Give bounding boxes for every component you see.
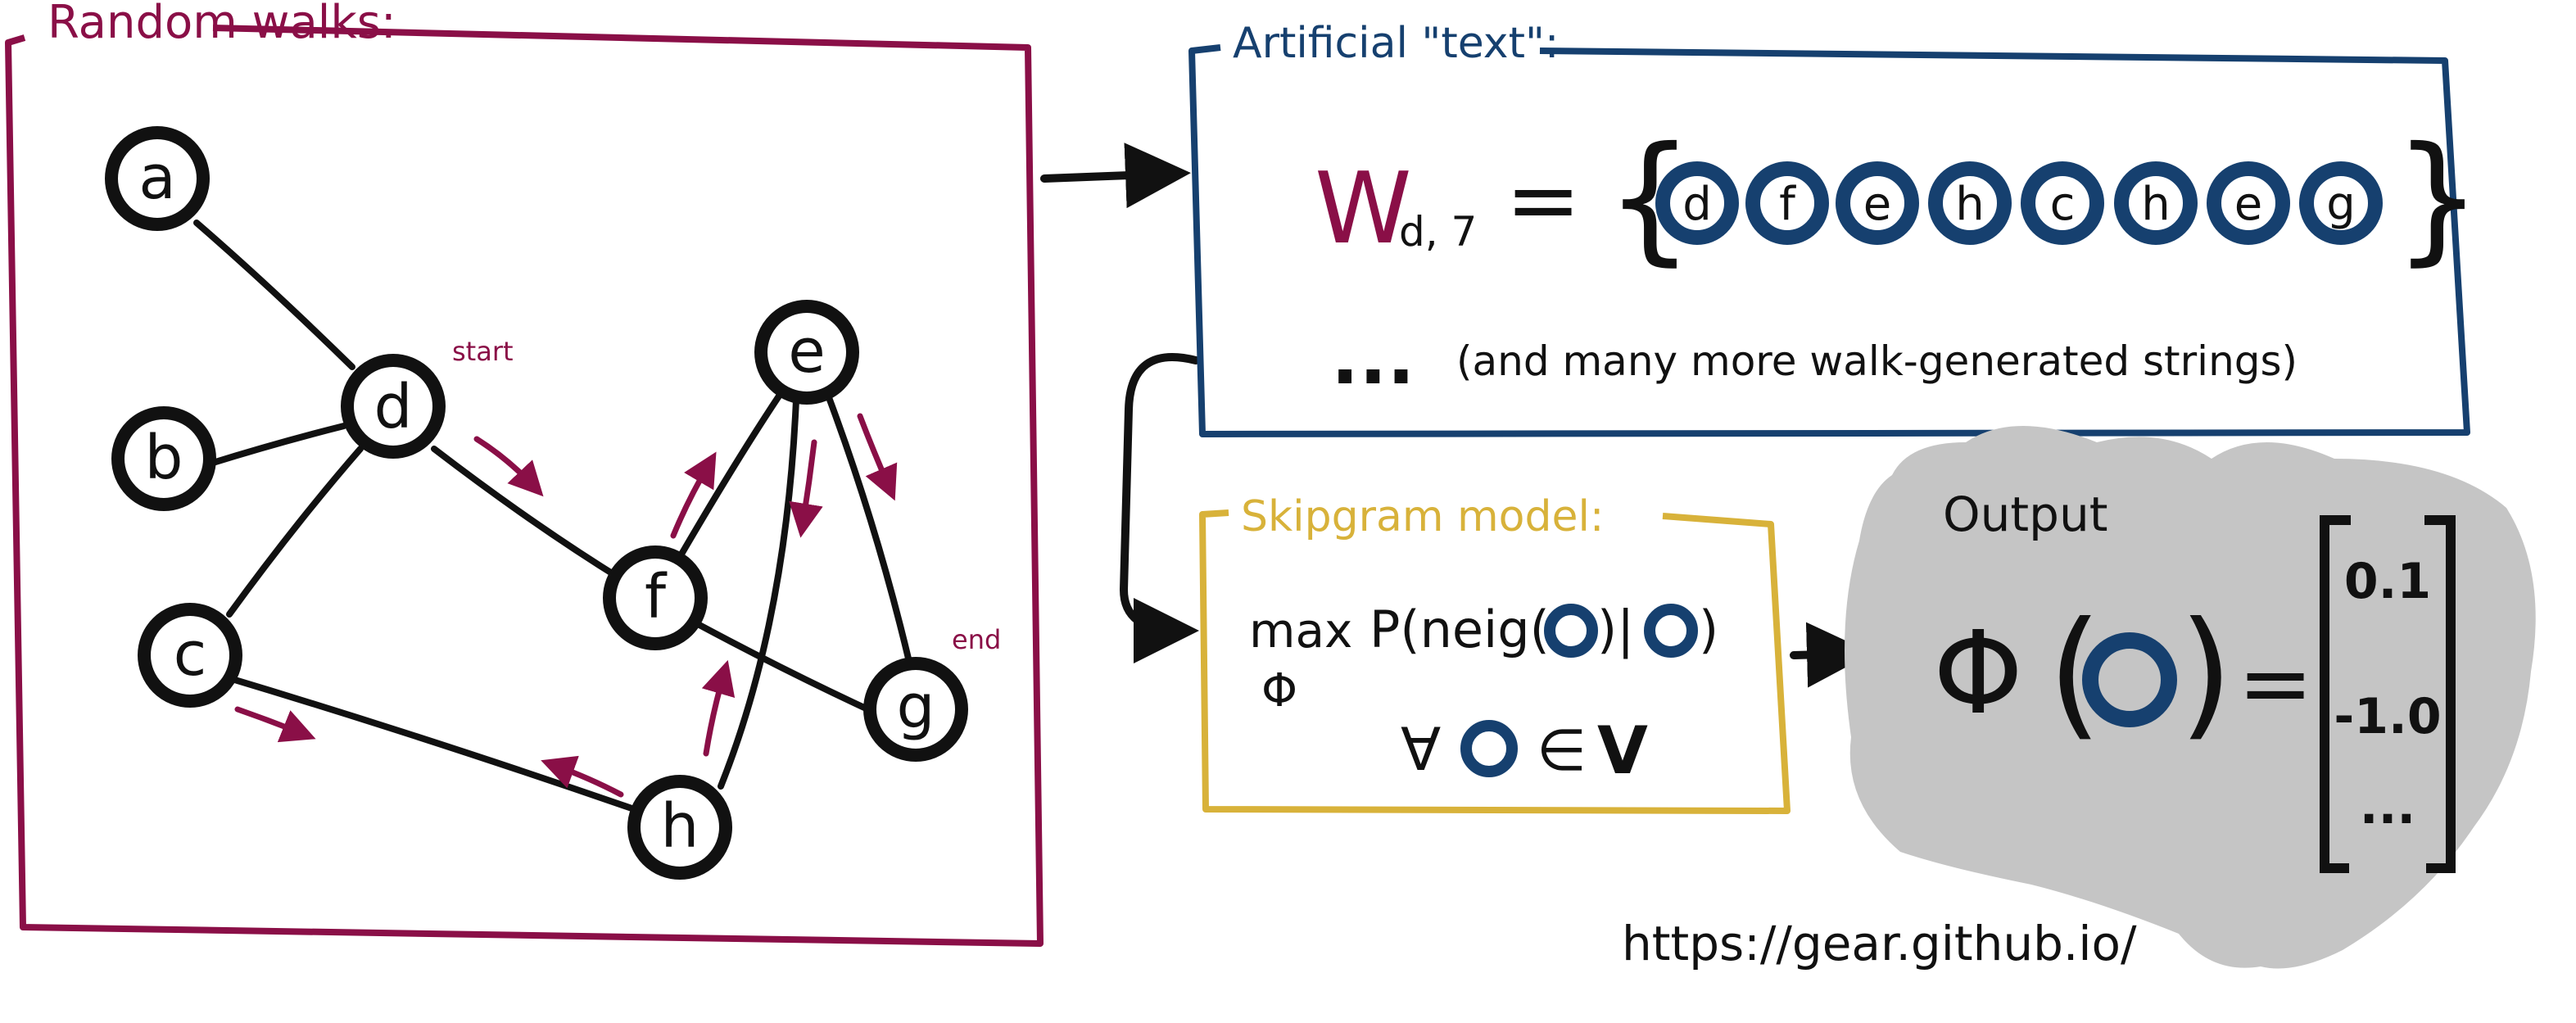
prob-open: P(neig( (1369, 600, 1550, 659)
matrix-right-bracket (2424, 515, 2456, 873)
output-phi: Φ (1933, 607, 2023, 740)
svg-text:f: f (645, 562, 668, 632)
graph-nodes: a b c d e f g (105, 126, 968, 880)
matrix-left-bracket (2320, 515, 2351, 873)
skipgram-vertex-3 (1460, 720, 1518, 777)
walk-arrow-d-f (473, 436, 544, 497)
svg-text:g: g (897, 672, 935, 742)
output-paren-close: ) (2179, 592, 2233, 754)
node-d: d (341, 354, 446, 459)
skipgram-vertex-2 (1644, 604, 1698, 658)
arrow-skipgram-to-output (1790, 622, 1872, 688)
edge-e-h (718, 396, 799, 790)
edge-d-f (431, 446, 626, 583)
output-equals: = (2238, 631, 2313, 736)
end-label: end (952, 624, 1001, 655)
svg-text:a: a (138, 143, 175, 213)
close-brace: } (2393, 117, 2482, 279)
random-walks-frame (5, 25, 1044, 947)
walk-token-1: f (1745, 161, 1829, 245)
edge-e-g (824, 390, 912, 665)
walk-arrow-f-e (670, 451, 717, 539)
skipgram-title: Skipgram model: (1241, 492, 1604, 541)
max-label: max (1249, 603, 1352, 659)
vector-entry-1: -1.0 (2334, 688, 2441, 745)
node-e: e (754, 300, 859, 405)
svg-text:h: h (661, 791, 699, 862)
svg-text:h: h (2141, 178, 2171, 231)
walk-arrows (234, 413, 898, 798)
walk-arrow-h-c (541, 755, 624, 798)
arrow-walks-to-text (1040, 143, 1191, 209)
node-g: g (863, 657, 968, 762)
vector-entry-0: 0.1 (2344, 553, 2431, 610)
node-c: c (138, 603, 242, 708)
artificial-text-title: Artificial "text": (1233, 19, 1559, 68)
w-equals: = (1505, 147, 1581, 252)
walk-token-0: d (1655, 161, 1739, 245)
edge-c-h (226, 675, 642, 814)
walk-sequence: d f e h c h e (1655, 161, 2383, 245)
random-walks-panel: Random walks: a (5, 0, 1044, 947)
walk-arrow-e-g (857, 413, 898, 501)
svg-text:e: e (2234, 178, 2262, 231)
element-of-symbol: ∈ (1537, 717, 1587, 784)
start-label: start (452, 336, 514, 367)
svg-text:d: d (1682, 178, 1712, 231)
arrow-text-to-skipgram (1119, 353, 1200, 663)
skipgram-vertex-1 (1544, 604, 1598, 658)
node-f: f (603, 545, 708, 650)
walk-arrow-c-h (234, 706, 316, 743)
artificial-text-frame (1188, 44, 2470, 437)
prob-close: ) (1699, 600, 1718, 659)
walk-arrow-h-e (701, 659, 736, 757)
prob-bar: )| (1597, 600, 1634, 660)
svg-text:c: c (2050, 178, 2076, 231)
output-cloud-shape (1845, 426, 2536, 969)
edge-f-e (677, 392, 783, 560)
svg-text:h: h (1955, 178, 1985, 231)
edge-a-d (193, 220, 355, 370)
node-a: a (105, 126, 210, 231)
walk-token-6: e (2207, 161, 2290, 245)
walk-token-4: c (2021, 161, 2104, 245)
svg-text:f: f (1779, 178, 1796, 231)
vector-entry-2: ... (2360, 778, 2415, 835)
w-symbol: W (1315, 152, 1412, 266)
more-walks-note: (and many more walk-generated strings) (1456, 337, 2298, 385)
walk-token-5: h (2114, 161, 2198, 245)
forall-symbol: ∀ (1401, 715, 1441, 784)
walk-token-2: e (1836, 161, 1919, 245)
max-phi: Φ (1261, 664, 1297, 717)
output-title: Output (1943, 487, 2107, 542)
ellipsis: ... (1331, 315, 1415, 401)
edge-c-d (226, 446, 364, 618)
edge-f-g (695, 621, 878, 716)
set-v: V (1597, 713, 1648, 789)
skipgram-frame (1199, 509, 1791, 814)
svg-text:g: g (2326, 178, 2356, 231)
node-h: h (627, 775, 732, 880)
svg-text:e: e (1863, 178, 1891, 231)
artificial-text-panel: Artificial "text": W d, 7 = { } d f e h (1188, 19, 2482, 437)
output-cloud: Output Φ ( ) = 0.1 -1.0 ... (1845, 426, 2536, 969)
node-b: b (111, 406, 216, 511)
skipgram-panel: Skipgram model: max Φ P(neig( )| ) ∀ ∈ V (1199, 492, 1791, 814)
output-vertex (2082, 632, 2177, 727)
graph-edges (193, 220, 912, 814)
w-subscript: d, 7 (1399, 208, 1477, 256)
svg-text:d: d (374, 372, 413, 442)
walk-token-7: g (2299, 161, 2383, 245)
walk-arrow-e-h (789, 439, 823, 538)
edge-b-d (201, 423, 347, 468)
flow-connectors (1040, 143, 1872, 688)
source-url[interactable]: https://gear.github.io/ (1622, 916, 2137, 971)
walk-token-3: h (1928, 161, 2012, 245)
svg-text:e: e (788, 316, 826, 387)
svg-text:c: c (174, 619, 207, 690)
svg-text:b: b (145, 423, 183, 493)
random-walks-title: Random walks: (48, 0, 396, 49)
